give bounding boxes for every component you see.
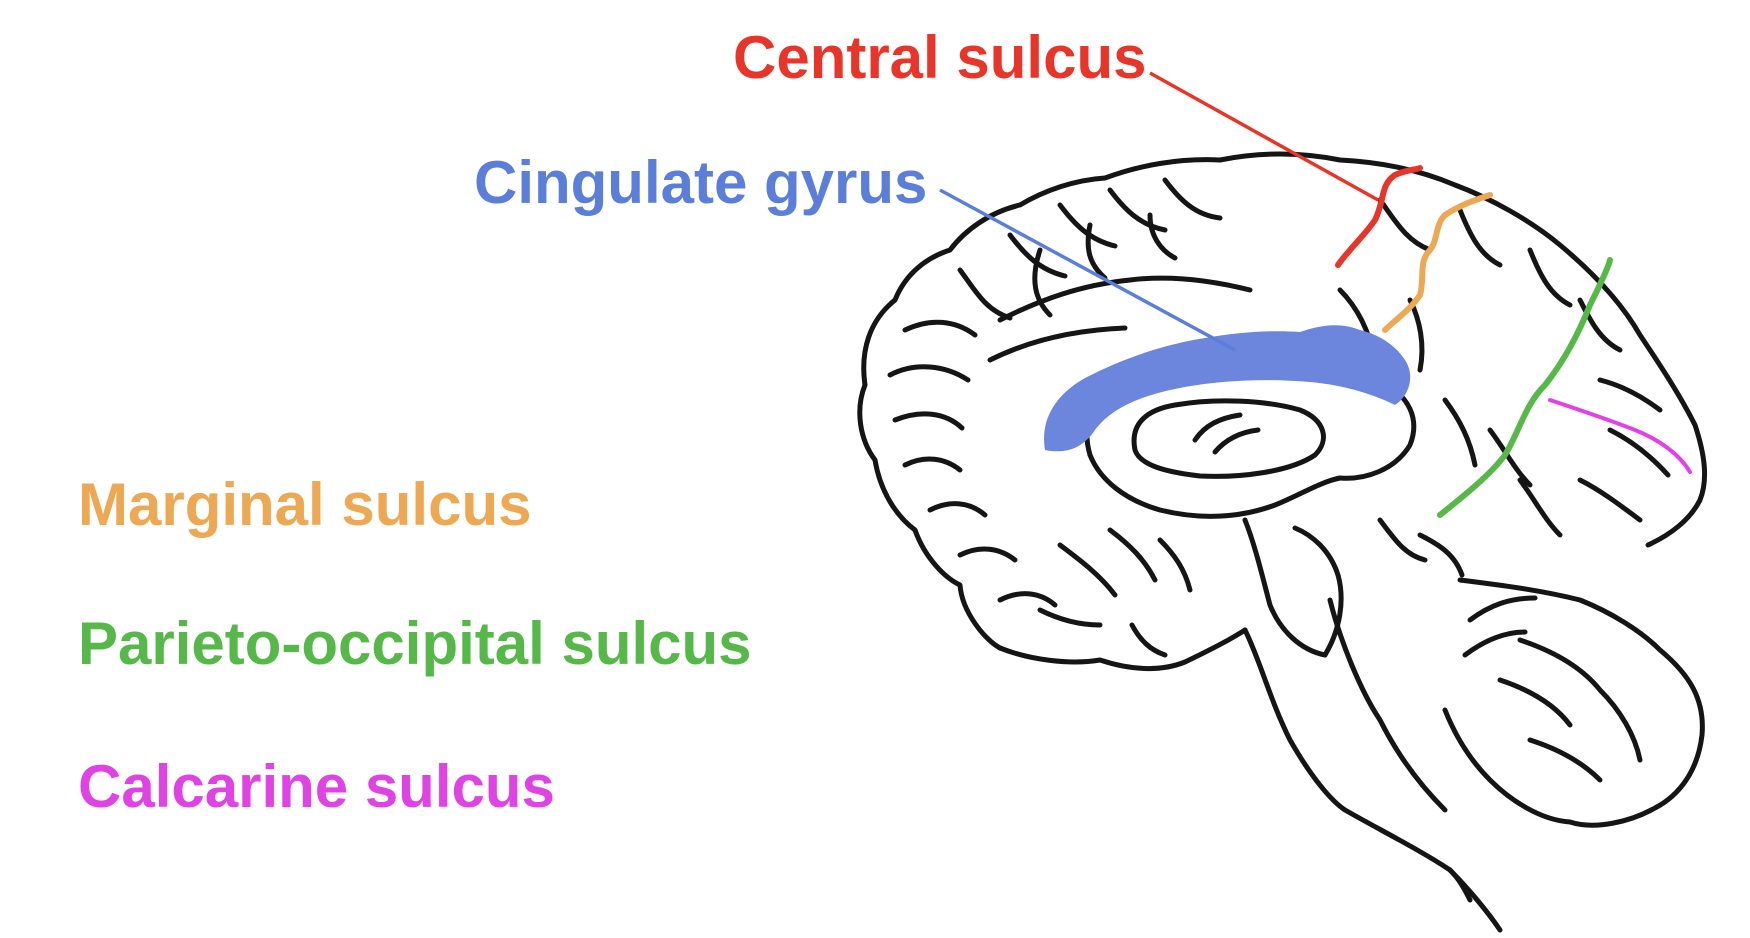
calcarine-sulcus-line bbox=[1548, 398, 1692, 474]
parieto-occipital-sulcus-line bbox=[1437, 257, 1613, 518]
parieto-occipital-sulcus-label: Parieto-occipital sulcus bbox=[78, 610, 752, 677]
cingulate-gyrus-region bbox=[1044, 325, 1411, 452]
cingulate-gyrus-label: Cingulate gyrus bbox=[474, 149, 928, 216]
marginal-sulcus-label: Marginal sulcus bbox=[78, 471, 532, 538]
central-sulcus-leader bbox=[1149, 71, 1379, 202]
brain-base-outline bbox=[997, 627, 1248, 671]
central-sulcus-line bbox=[1335, 165, 1423, 268]
central-sulcus-label: Central sulcus bbox=[733, 24, 1147, 91]
marginal-sulcus-line bbox=[1382, 192, 1493, 333]
brain-icon bbox=[857, 151, 1707, 933]
cerebellum-outline bbox=[1442, 577, 1705, 828]
cingulate-gyrus-leader bbox=[939, 188, 1236, 352]
calcarine-sulcus-label: Calcarine sulcus bbox=[78, 753, 555, 820]
brain-outline bbox=[857, 151, 1707, 651]
